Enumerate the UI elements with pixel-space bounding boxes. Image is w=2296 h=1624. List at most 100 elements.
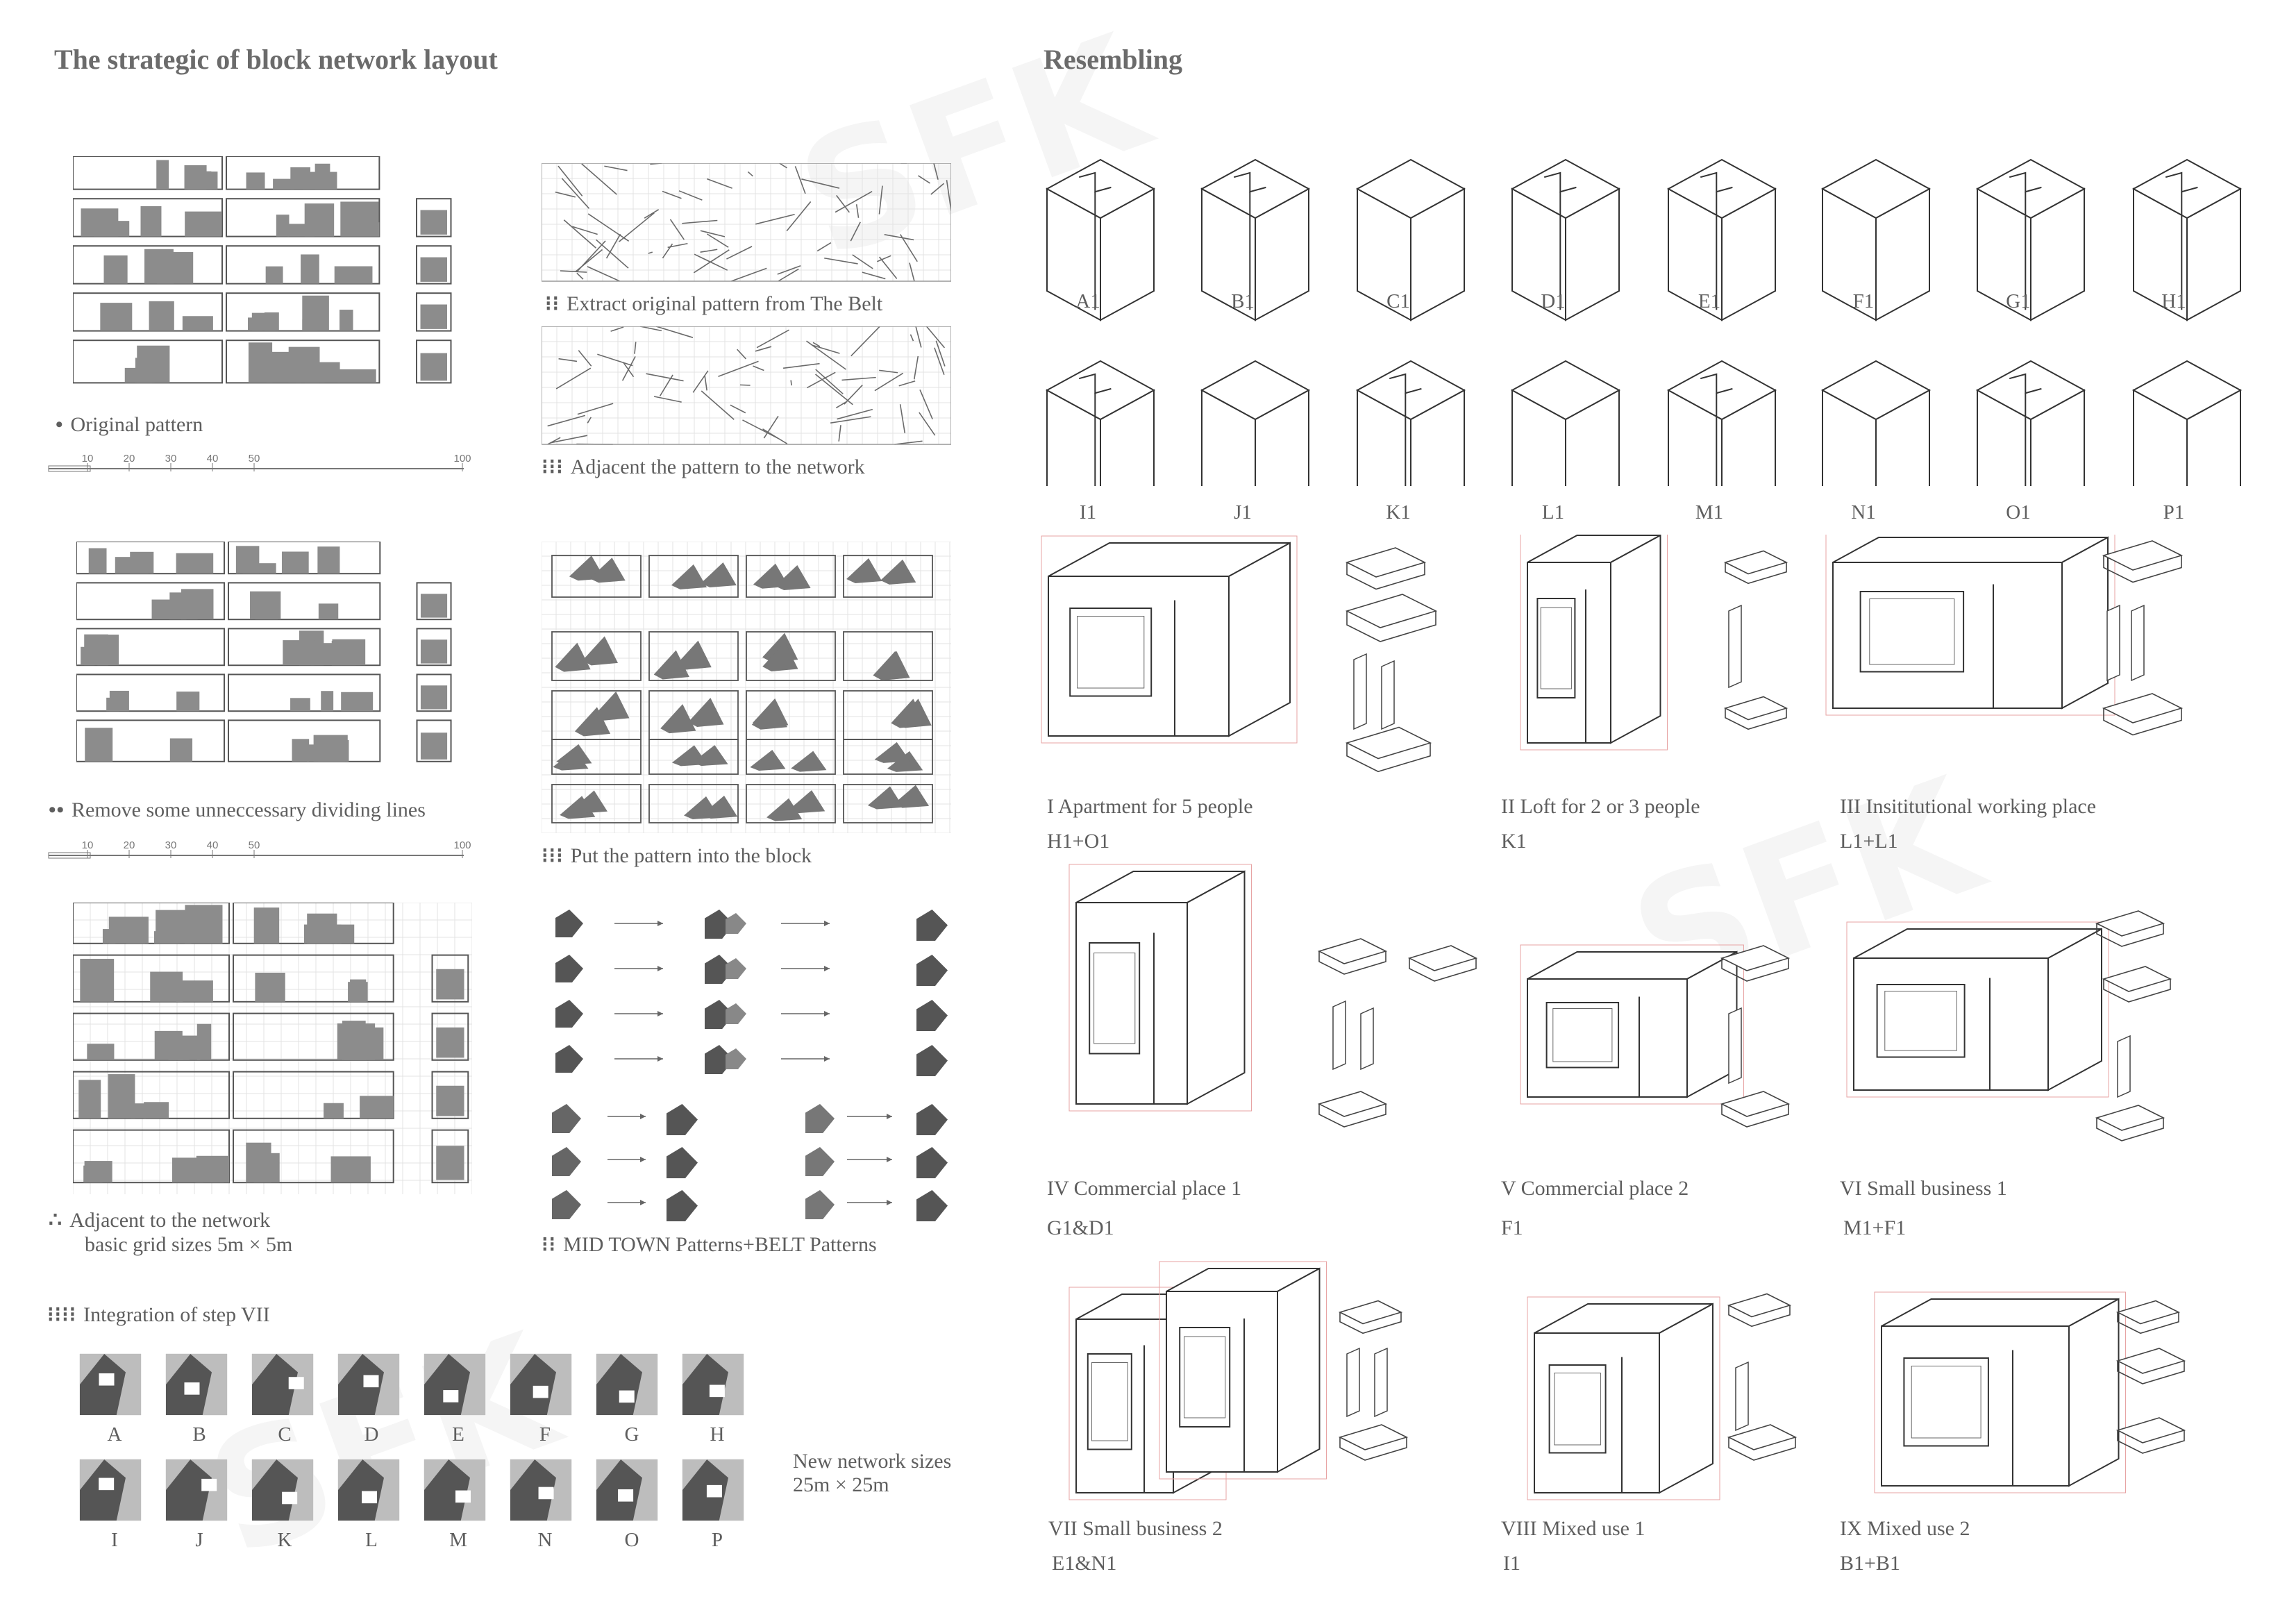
block-outline [416, 628, 452, 667]
exploded-panel [2131, 604, 2145, 682]
block-fill [360, 1096, 394, 1119]
block-fill [251, 312, 276, 331]
exploded-piece [1318, 1104, 1386, 1128]
pattern-line [855, 204, 860, 218]
pattern-void [201, 1478, 217, 1491]
exploded-panel [1728, 1007, 1742, 1085]
pattern-shape [424, 1459, 470, 1521]
pattern-tile [552, 1104, 581, 1133]
block-fill [108, 916, 149, 944]
block-fill [420, 304, 447, 329]
block-fill [144, 1102, 169, 1119]
block-outline [227, 628, 381, 667]
pattern-fill [571, 790, 607, 814]
block-fill [340, 310, 353, 331]
bounding-box [1520, 944, 1744, 1105]
unit-label: F1 [1852, 290, 1875, 312]
block-fill [337, 369, 376, 383]
cube-top [1975, 158, 2086, 219]
pattern-line [662, 190, 682, 199]
pattern-tile [916, 1104, 948, 1135]
caption-midtown: ⁝⁝MID TOWN Patterns+BELT Patterns [542, 1233, 877, 1256]
exploded-piece [1345, 594, 1438, 628]
pattern-line [884, 234, 914, 241]
cube-top [1045, 158, 1156, 219]
pattern-fill [874, 742, 910, 763]
pattern-line [830, 416, 871, 424]
block-fill [185, 211, 221, 237]
block-fill [420, 257, 447, 282]
volume-front [1166, 1291, 1278, 1473]
pattern-line [915, 326, 922, 348]
bounding-box [1520, 535, 1668, 751]
pattern-line [704, 375, 707, 391]
pattern-line [755, 213, 795, 225]
pattern-tile [555, 955, 583, 982]
unit-label: O1 [2006, 501, 2031, 524]
block-fill [301, 254, 319, 284]
scale-tick-label: 20 [124, 842, 135, 851]
pattern-line [587, 417, 592, 424]
arrow-head [887, 1157, 892, 1162]
cube-cut [1233, 171, 1266, 193]
pattern-line [634, 342, 637, 354]
block-outline [76, 719, 225, 762]
block-outline [746, 631, 836, 681]
program-name: VII Small business 2 [1048, 1517, 1223, 1540]
pattern-label: I [111, 1529, 118, 1551]
block-fill [85, 728, 113, 762]
volume-side [2047, 928, 2102, 1091]
block-outline [73, 903, 231, 944]
pattern-line [605, 233, 621, 259]
right-title: Resembling [1044, 44, 1182, 75]
block-fill [315, 163, 330, 190]
block-fill [253, 907, 280, 944]
pattern-label: D [364, 1423, 379, 1446]
pattern-line [576, 272, 584, 280]
volume-front [1527, 978, 1688, 1098]
block-outline [746, 555, 836, 598]
pattern-line [850, 221, 861, 242]
pattern-line [577, 240, 606, 272]
block-fill [436, 1027, 464, 1058]
block-outline [648, 690, 739, 740]
pattern-void [533, 1385, 548, 1398]
pattern-tile [552, 1147, 581, 1176]
block-outline [227, 542, 381, 575]
exploded-piece [1728, 1437, 1796, 1461]
caption-grid-size: basic grid sizes 5m × 5m [85, 1233, 293, 1256]
pattern-tile [552, 1190, 581, 1219]
cube-top [1975, 360, 2086, 421]
block-fill [341, 692, 374, 712]
opening [1091, 1362, 1128, 1441]
block-fill [334, 924, 355, 944]
program-name: III Insititutional working place [1840, 795, 2097, 818]
bounding-box [1527, 1296, 1720, 1500]
exploded-piece [1318, 951, 1386, 975]
unit-cubes [1045, 158, 2243, 486]
pattern-line [824, 257, 858, 265]
scale-tick-label: 30 [165, 842, 177, 851]
original-pattern-diagram [73, 156, 452, 384]
scale-tick-label: 40 [207, 842, 219, 851]
pattern-line [682, 219, 718, 224]
unit-label: P1 [2163, 501, 2185, 524]
opening [1087, 1353, 1132, 1450]
scale-tick-label: 100 [453, 842, 471, 851]
cube-cut [1543, 171, 1577, 193]
arrow-head [887, 1114, 892, 1119]
pattern-void [99, 1373, 115, 1386]
exploded-piece [1725, 708, 1787, 730]
pattern-fill [751, 700, 788, 730]
caption-original: •Original pattern [56, 413, 203, 436]
scale-block [48, 465, 91, 472]
pattern-fill [702, 795, 738, 819]
cube-top [1355, 158, 1466, 219]
pattern-void [538, 1487, 554, 1500]
cube-cut [1389, 373, 1422, 394]
unit-label: M1 [1695, 501, 1724, 524]
exploded-piece [2115, 1300, 2181, 1325]
caption-new-network: New network sizes [793, 1450, 952, 1473]
opening [1093, 953, 1136, 1044]
block-outline [76, 542, 225, 575]
